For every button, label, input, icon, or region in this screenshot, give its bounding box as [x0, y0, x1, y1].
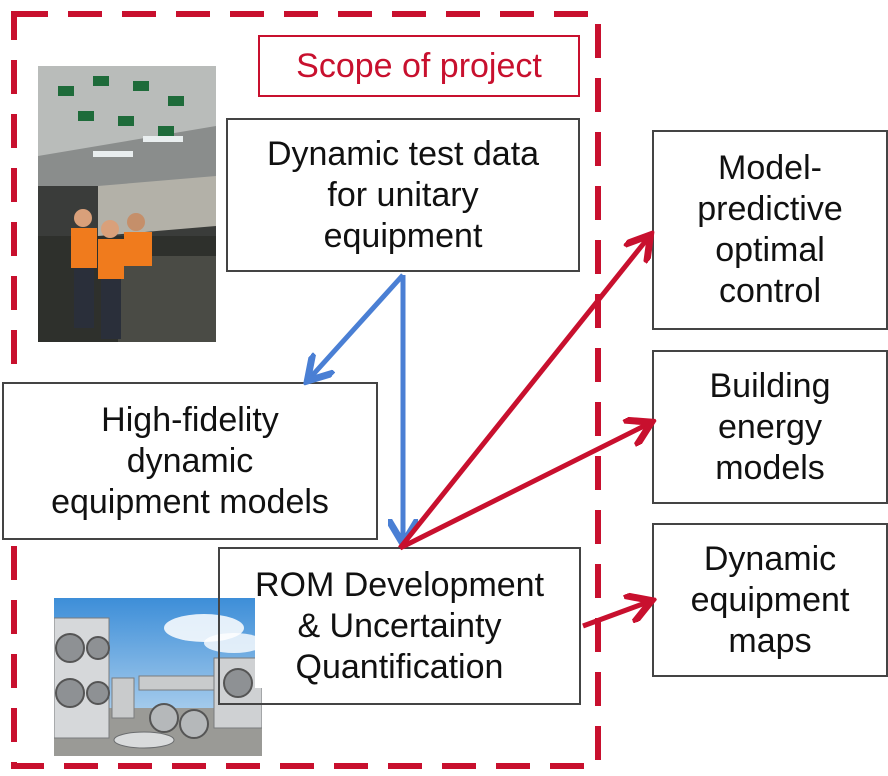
equipment-maps-label: Dynamic equipment maps — [690, 539, 850, 660]
equipment-maps-box: Dynamic equipment maps — [652, 523, 888, 677]
rom-label: ROM Development & Uncertainty Quantifica… — [254, 564, 545, 688]
lab-photo — [38, 66, 216, 342]
hvac-rooftop-photo — [54, 598, 262, 756]
arrow-rom-to-building — [398, 424, 648, 551]
mpc-label: Model- predictive optimal control — [697, 149, 843, 310]
high-fidelity-box: High-fidelity dynamic equipment models — [2, 382, 378, 540]
building-energy-box: Building energy models — [652, 350, 888, 504]
test-data-box: Dynamic test data for unitary equipment — [226, 118, 580, 272]
arrow-test-to-highfidelity — [310, 273, 405, 378]
arrow-rom-to-mpc — [398, 238, 648, 550]
rom-box: ROM Development & Uncertainty Quantifica… — [218, 547, 581, 705]
test-data-label: Dynamic test data for unitary equipment — [266, 134, 540, 255]
scope-label-box: Scope of project — [258, 35, 580, 97]
arrow-rom-to-maps — [582, 602, 648, 629]
building-energy-label: Building energy models — [709, 366, 831, 487]
high-fidelity-label: High-fidelity dynamic equipment models — [51, 400, 329, 521]
scope-label: Scope of project — [296, 46, 542, 85]
mpc-box: Model- predictive optimal control — [652, 130, 888, 330]
